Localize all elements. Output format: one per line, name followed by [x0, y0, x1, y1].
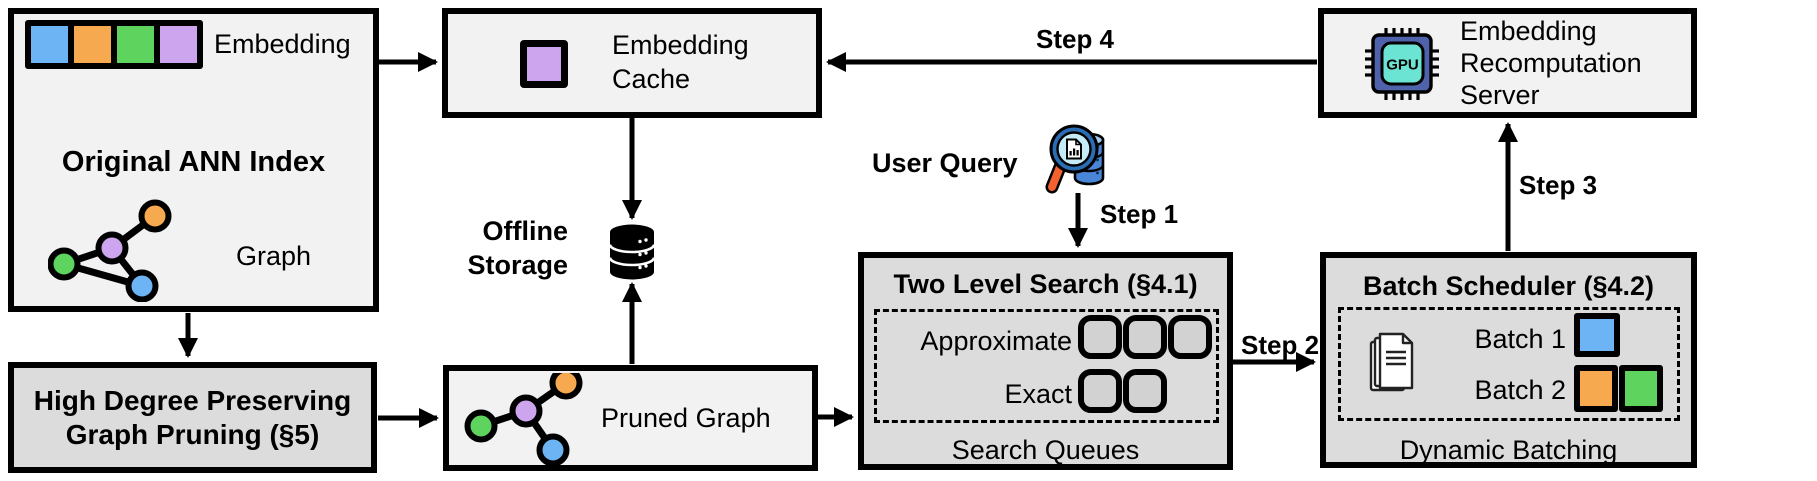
embedding-strip-icon: [25, 20, 203, 69]
pruned-graph-icon: [464, 373, 583, 465]
batch1-label: Batch 1: [1474, 324, 1566, 354]
cached-embedding-square-icon: [520, 40, 568, 88]
graph-pruning-title-line1: High Degree Preserving: [33, 384, 352, 416]
two-level-search-title: Two Level Search (§4.1): [893, 269, 1198, 299]
graph-label: Graph: [236, 241, 312, 271]
embedding-cache-title-line1: Embedding: [612, 30, 749, 60]
batch1-square-blue: [1574, 313, 1620, 357]
embedding-cache-box: Embedding Cache: [442, 8, 822, 118]
graph-pruning-box: High Degree Preserving Graph Pruning (§5…: [8, 362, 377, 473]
embedding-label: Embedding: [214, 29, 351, 59]
dynamic-batching-footer: Dynamic Batching: [1399, 435, 1618, 465]
embedding-cell-purple: [160, 26, 197, 63]
search-queues-footer: Search Queues: [951, 435, 1140, 465]
queue-slot: [1078, 369, 1122, 413]
batch-scheduler-box: Batch Scheduler (§4.2) Batch 1 Batch 2: [1320, 252, 1697, 468]
graph-pruning-title-line2: Graph Pruning (§5): [65, 418, 320, 450]
batch-scheduler-title: Batch Scheduler (§4.2): [1362, 271, 1655, 301]
document-stack-icon: [1369, 332, 1414, 392]
embedding-cache-title-line2: Cache: [612, 64, 691, 94]
step1-label: Step 1: [1100, 199, 1179, 229]
recomputation-server-title-line1: Embedding: [1460, 16, 1597, 46]
recomputation-server-box: GPU Embedding Recomputation Server: [1318, 8, 1697, 118]
queue-slot: [1123, 369, 1167, 413]
recomputation-server-title-line2: Recomputation: [1460, 48, 1642, 78]
graph-icon: [48, 199, 172, 302]
pruned-graph-box: Pruned Graph: [443, 365, 818, 471]
database-icon: [609, 224, 655, 280]
gpu-chip-icon: GPU: [1365, 28, 1439, 100]
pruned-graph-label: Pruned Graph: [601, 403, 771, 433]
batch2-square-green: [1619, 365, 1663, 412]
embedding-cell-orange: [74, 26, 111, 63]
user-query-label: User Query: [872, 148, 1018, 178]
queue-slot: [1123, 315, 1167, 359]
search-queues-dashed-region: Approximate Exact: [874, 309, 1219, 423]
embedding-cell-blue: [31, 26, 68, 63]
recomputation-server-title-line3: Server: [1460, 80, 1540, 110]
step4-label: Step 4: [1035, 24, 1115, 54]
batch2-label: Batch 2: [1474, 375, 1566, 405]
offline-storage-label-line1: Offline: [482, 216, 569, 246]
original-ann-index-title: Original ANN Index: [61, 146, 326, 178]
queue-slot: [1168, 315, 1212, 359]
dynamic-batching-dashed-region: Batch 1 Batch 2: [1338, 307, 1680, 421]
step2-label: Step 2: [1241, 330, 1320, 360]
approximate-queue-slots: [1078, 315, 1212, 359]
embedding-cell-green: [117, 26, 154, 63]
exact-queue-slots: [1078, 369, 1167, 413]
batch2-square-orange: [1574, 365, 1618, 412]
two-level-search-box: Two Level Search (§4.1) Approximate Exac…: [858, 252, 1233, 470]
offline-storage-label-line2: Storage: [467, 250, 568, 280]
offline-storage-label: Offline Storage: [440, 214, 568, 282]
query-search-icon: [1045, 124, 1105, 194]
approximate-label: Approximate: [920, 326, 1072, 356]
gpu-icon-text: GPU: [1386, 57, 1419, 74]
step3-label: Step 3: [1519, 170, 1598, 200]
original-ann-index-box: Embedding Original ANN Index Graph: [8, 8, 379, 312]
queue-slot: [1078, 315, 1122, 359]
exact-label: Exact: [1004, 379, 1072, 409]
